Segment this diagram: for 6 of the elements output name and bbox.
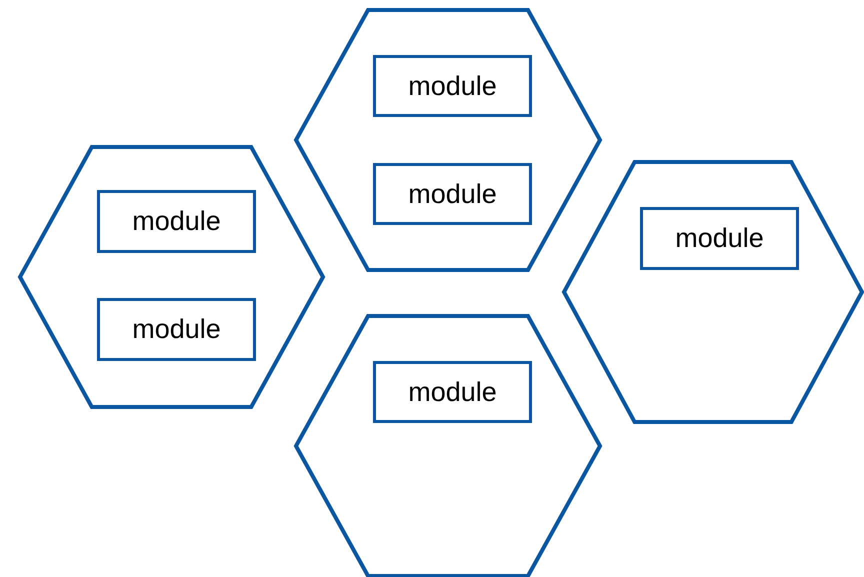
- module-box: module: [640, 207, 799, 270]
- module-box: module: [373, 163, 532, 225]
- module-box: module: [373, 361, 532, 423]
- module-box: module: [97, 190, 256, 253]
- module-box: module: [373, 55, 532, 117]
- module-box: module: [97, 298, 256, 361]
